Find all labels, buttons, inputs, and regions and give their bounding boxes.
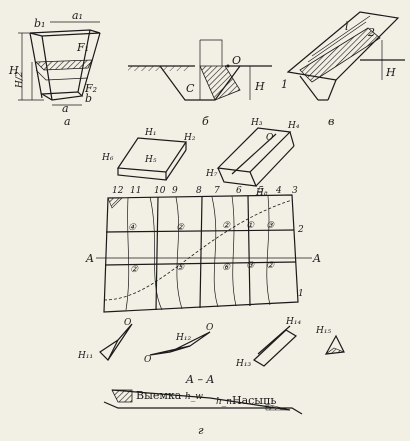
p3-H14: H₁₄ bbox=[285, 317, 301, 327]
label-1: 1 bbox=[281, 78, 288, 91]
pyramid-2: O O H₁₂ bbox=[144, 323, 214, 365]
grid-top-number: 5 bbox=[258, 186, 264, 196]
label-C: C bbox=[186, 82, 195, 95]
grid-cell-number: ② bbox=[130, 265, 139, 275]
grid-right-numbers: 21 bbox=[297, 225, 304, 299]
label-H6: H₆ bbox=[101, 153, 114, 163]
grid-cell-number: ③ bbox=[266, 221, 275, 231]
p2-H12: H₁₂ bbox=[175, 333, 191, 343]
grid-right-number: 2 bbox=[297, 225, 304, 235]
label-F2: F₂ bbox=[84, 82, 97, 95]
pit-bottom-face bbox=[40, 91, 84, 101]
panel-b: C O H б bbox=[128, 39, 272, 128]
grid-right-number: 1 bbox=[298, 289, 304, 299]
label-H-v: H bbox=[385, 66, 396, 79]
label-O: O bbox=[232, 54, 241, 67]
section-mark-right: A bbox=[312, 252, 321, 265]
grid-top-number: 4 bbox=[275, 186, 282, 196]
caption-v: в bbox=[328, 115, 334, 128]
caption-g: г bbox=[198, 424, 204, 437]
panel-v: 1 2 l H в bbox=[281, 11, 405, 128]
section-a-a: A – A Выемка h_w h_n Насыпь г bbox=[103, 373, 303, 437]
fill-hatch bbox=[265, 403, 291, 411]
label-F1: F₁ bbox=[76, 41, 89, 54]
label-b1: b₁ bbox=[34, 17, 45, 30]
label-H4: H₄ bbox=[287, 121, 300, 131]
label-H: H bbox=[8, 64, 19, 77]
label-H7: H₇ bbox=[205, 169, 218, 179]
label-O-box: O bbox=[266, 133, 274, 143]
panel-a: a₁ b₁ F₁ F₂ H H/2 a b а bbox=[8, 9, 101, 128]
p3-H13: H₁₃ bbox=[235, 359, 251, 369]
grid-top-number: 3 bbox=[292, 186, 298, 196]
label-a1: a₁ bbox=[72, 9, 83, 22]
caption-b: б bbox=[202, 115, 209, 128]
grid-top-number: 12 bbox=[112, 186, 124, 196]
label-2: 2 bbox=[367, 26, 375, 39]
grid-cell-number: ③ bbox=[246, 261, 255, 271]
grid-top-number: 8 bbox=[196, 186, 202, 196]
grid-cell-number: ② bbox=[266, 261, 275, 271]
trench-section bbox=[299, 27, 381, 83]
grid-top-number: 11 bbox=[130, 186, 141, 196]
box-solid-2: H₃ O H₄ H₇ H₈ bbox=[205, 118, 300, 198]
grid-cell-number: ⑥ bbox=[222, 263, 231, 273]
grid-top-number: 10 bbox=[154, 186, 166, 196]
p1-O: O bbox=[124, 318, 132, 328]
trench-top bbox=[286, 11, 400, 81]
label-H3: H₃ bbox=[250, 118, 263, 128]
section-title: A – A bbox=[185, 373, 214, 386]
p1-H11: H₁₁ bbox=[77, 351, 93, 361]
label-H2: H/2 bbox=[15, 71, 25, 89]
hn-label: h_n bbox=[216, 397, 232, 407]
grid-outline bbox=[103, 194, 299, 313]
hatched-wedge bbox=[199, 65, 241, 101]
box-solid-1: H₁ H₂ H₆ H₅ bbox=[101, 128, 196, 181]
grid-top-number: 6 bbox=[236, 186, 242, 196]
p2-O1: O bbox=[206, 323, 214, 333]
cut-label: Выемка bbox=[136, 389, 182, 402]
fill-label: Насыпь bbox=[232, 394, 276, 407]
grid-cell-number: ⑤ bbox=[176, 263, 185, 273]
grid-cell-number: ② bbox=[176, 223, 185, 233]
grid-cell-numbers: ④ ② ② ① ③ ② ⑤ ⑥ ③ ② bbox=[128, 221, 275, 275]
cut-hatch bbox=[111, 389, 133, 403]
grid-cell-number: ② bbox=[222, 221, 231, 231]
section-mark-left: A bbox=[85, 252, 94, 265]
caption-a: а bbox=[64, 115, 71, 128]
grid-top-number: 7 bbox=[214, 186, 220, 196]
label-H-b: H bbox=[254, 80, 265, 93]
label-l: l bbox=[345, 20, 349, 33]
grid-top-number: 9 bbox=[172, 186, 178, 196]
grid-cell-number: ① bbox=[246, 221, 255, 231]
pyramid-1: O H₁₁ bbox=[77, 318, 133, 361]
label-H1: H₁ bbox=[144, 128, 156, 138]
pyramid-4: H₁₅ bbox=[315, 326, 345, 355]
grid-cell-number: ④ bbox=[128, 223, 137, 233]
p4-H15: H₁₅ bbox=[315, 326, 331, 336]
mid-section bbox=[35, 59, 93, 71]
label-H2-box: H₂ bbox=[183, 133, 196, 143]
p2-O2: O bbox=[144, 355, 152, 365]
label-a: a bbox=[62, 102, 69, 115]
label-H5: H₅ bbox=[144, 155, 157, 165]
label-b: b bbox=[85, 92, 92, 105]
pyramid-3: H₁₄ H₁₃ bbox=[235, 317, 301, 369]
hw-label: h_w bbox=[185, 392, 203, 402]
label-H8: H₈ bbox=[255, 188, 268, 198]
